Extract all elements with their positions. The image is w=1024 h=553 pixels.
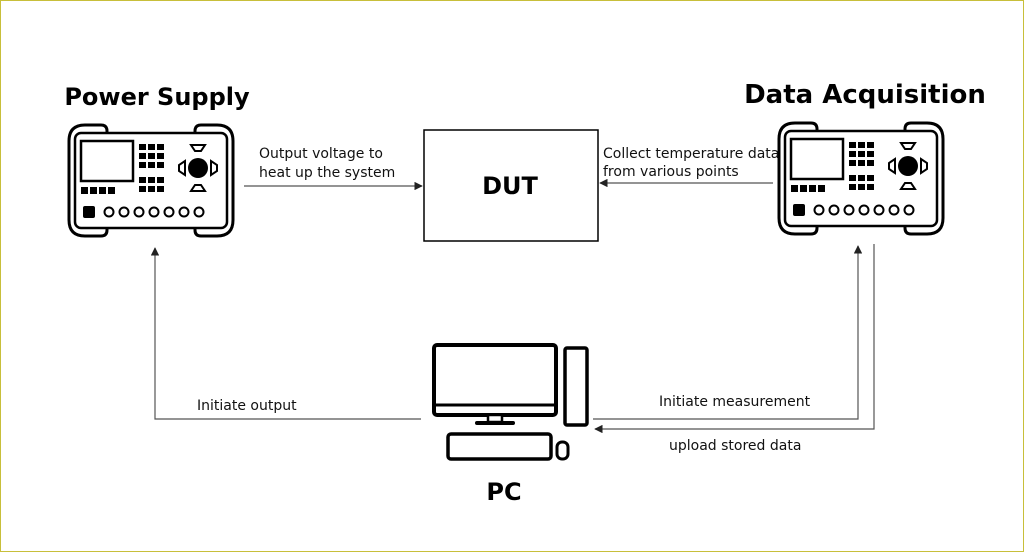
edge-ps-to-dut-label-1: Output voltage to (259, 146, 383, 162)
edge-daq-to-pc-label: upload stored data (669, 438, 801, 454)
edge-ps-to-dut-label-2: heat up the system (259, 165, 395, 181)
edge-pc-to-daq-label: Initiate measurement (659, 394, 811, 410)
pc-label: PC (486, 478, 521, 506)
data-acquisition-instrument-icon (777, 121, 945, 236)
power-supply-instrument-icon (67, 123, 235, 238)
edge-pc-to-daq (593, 245, 863, 420)
edge-pc-to-ps-label: Initiate output (197, 398, 297, 414)
dut-label: DUT (482, 172, 538, 200)
edge-pc-to-ps (150, 247, 421, 420)
edge-daq-to-pc (594, 244, 875, 434)
dut-box (423, 129, 599, 242)
power-supply-title: Power Supply (64, 83, 250, 111)
data-acquisition-title: Data Acquisition (744, 80, 986, 110)
edge-daq-to-dut-label-1: Collect temperature data (603, 146, 779, 162)
edge-daq-to-dut-label-2: from various points (603, 164, 739, 180)
pc-computer-icon (432, 343, 589, 461)
